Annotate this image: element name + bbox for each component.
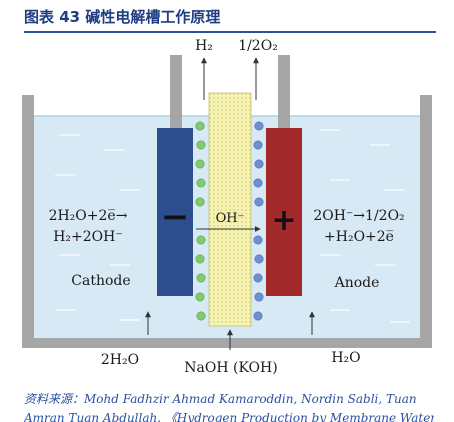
anode-gas-pipe [278, 55, 290, 130]
left-inlet-label: 2H₂O [101, 352, 139, 368]
anode-electrode [266, 128, 302, 296]
h2-bubbles [195, 121, 206, 321]
cathode-sign: − [161, 197, 190, 237]
source-note-line2: Amran Tuan Abdullah. 《Hydrogen Productio… [24, 411, 434, 422]
tank-right-wall [420, 95, 432, 340]
membrane-ion-label: OH⁻ [216, 211, 245, 226]
cathode-gas-pipe [170, 55, 182, 130]
cathode-reaction-line1: 2H₂O+2e̅→ [49, 208, 128, 224]
title-divider [24, 31, 436, 33]
cathode-electrode [157, 128, 193, 296]
electrolyte-label: NaOH (KOH) [184, 360, 277, 376]
source-note-line1: 资料来源：Mohd Fadhzir Ahmad Kamaroddin, Nord… [24, 392, 417, 406]
tank-bottom [22, 338, 432, 348]
right-inlet-label: H₂O [331, 350, 360, 366]
anode-reaction-line2: +H₂O+2e̅ [324, 229, 394, 245]
cathode-reaction-line2: H₂+2OH⁻ [53, 229, 123, 245]
anode-reaction-line1: 2OH⁻→1/2O₂ [313, 208, 404, 224]
anode-label: Anode [334, 275, 380, 291]
h2-gas-label: H₂ [195, 38, 213, 54]
liquid-texture [55, 129, 410, 323]
cathode-label: Cathode [71, 273, 130, 289]
o2-bubbles [253, 121, 264, 321]
figure-title: 图表 43 碱性电解槽工作原理 [24, 8, 221, 26]
o2-gas-label: 1/2O₂ [238, 38, 278, 54]
tank-left-wall [22, 95, 34, 340]
membrane [208, 92, 252, 327]
anode-sign: + [271, 203, 296, 238]
